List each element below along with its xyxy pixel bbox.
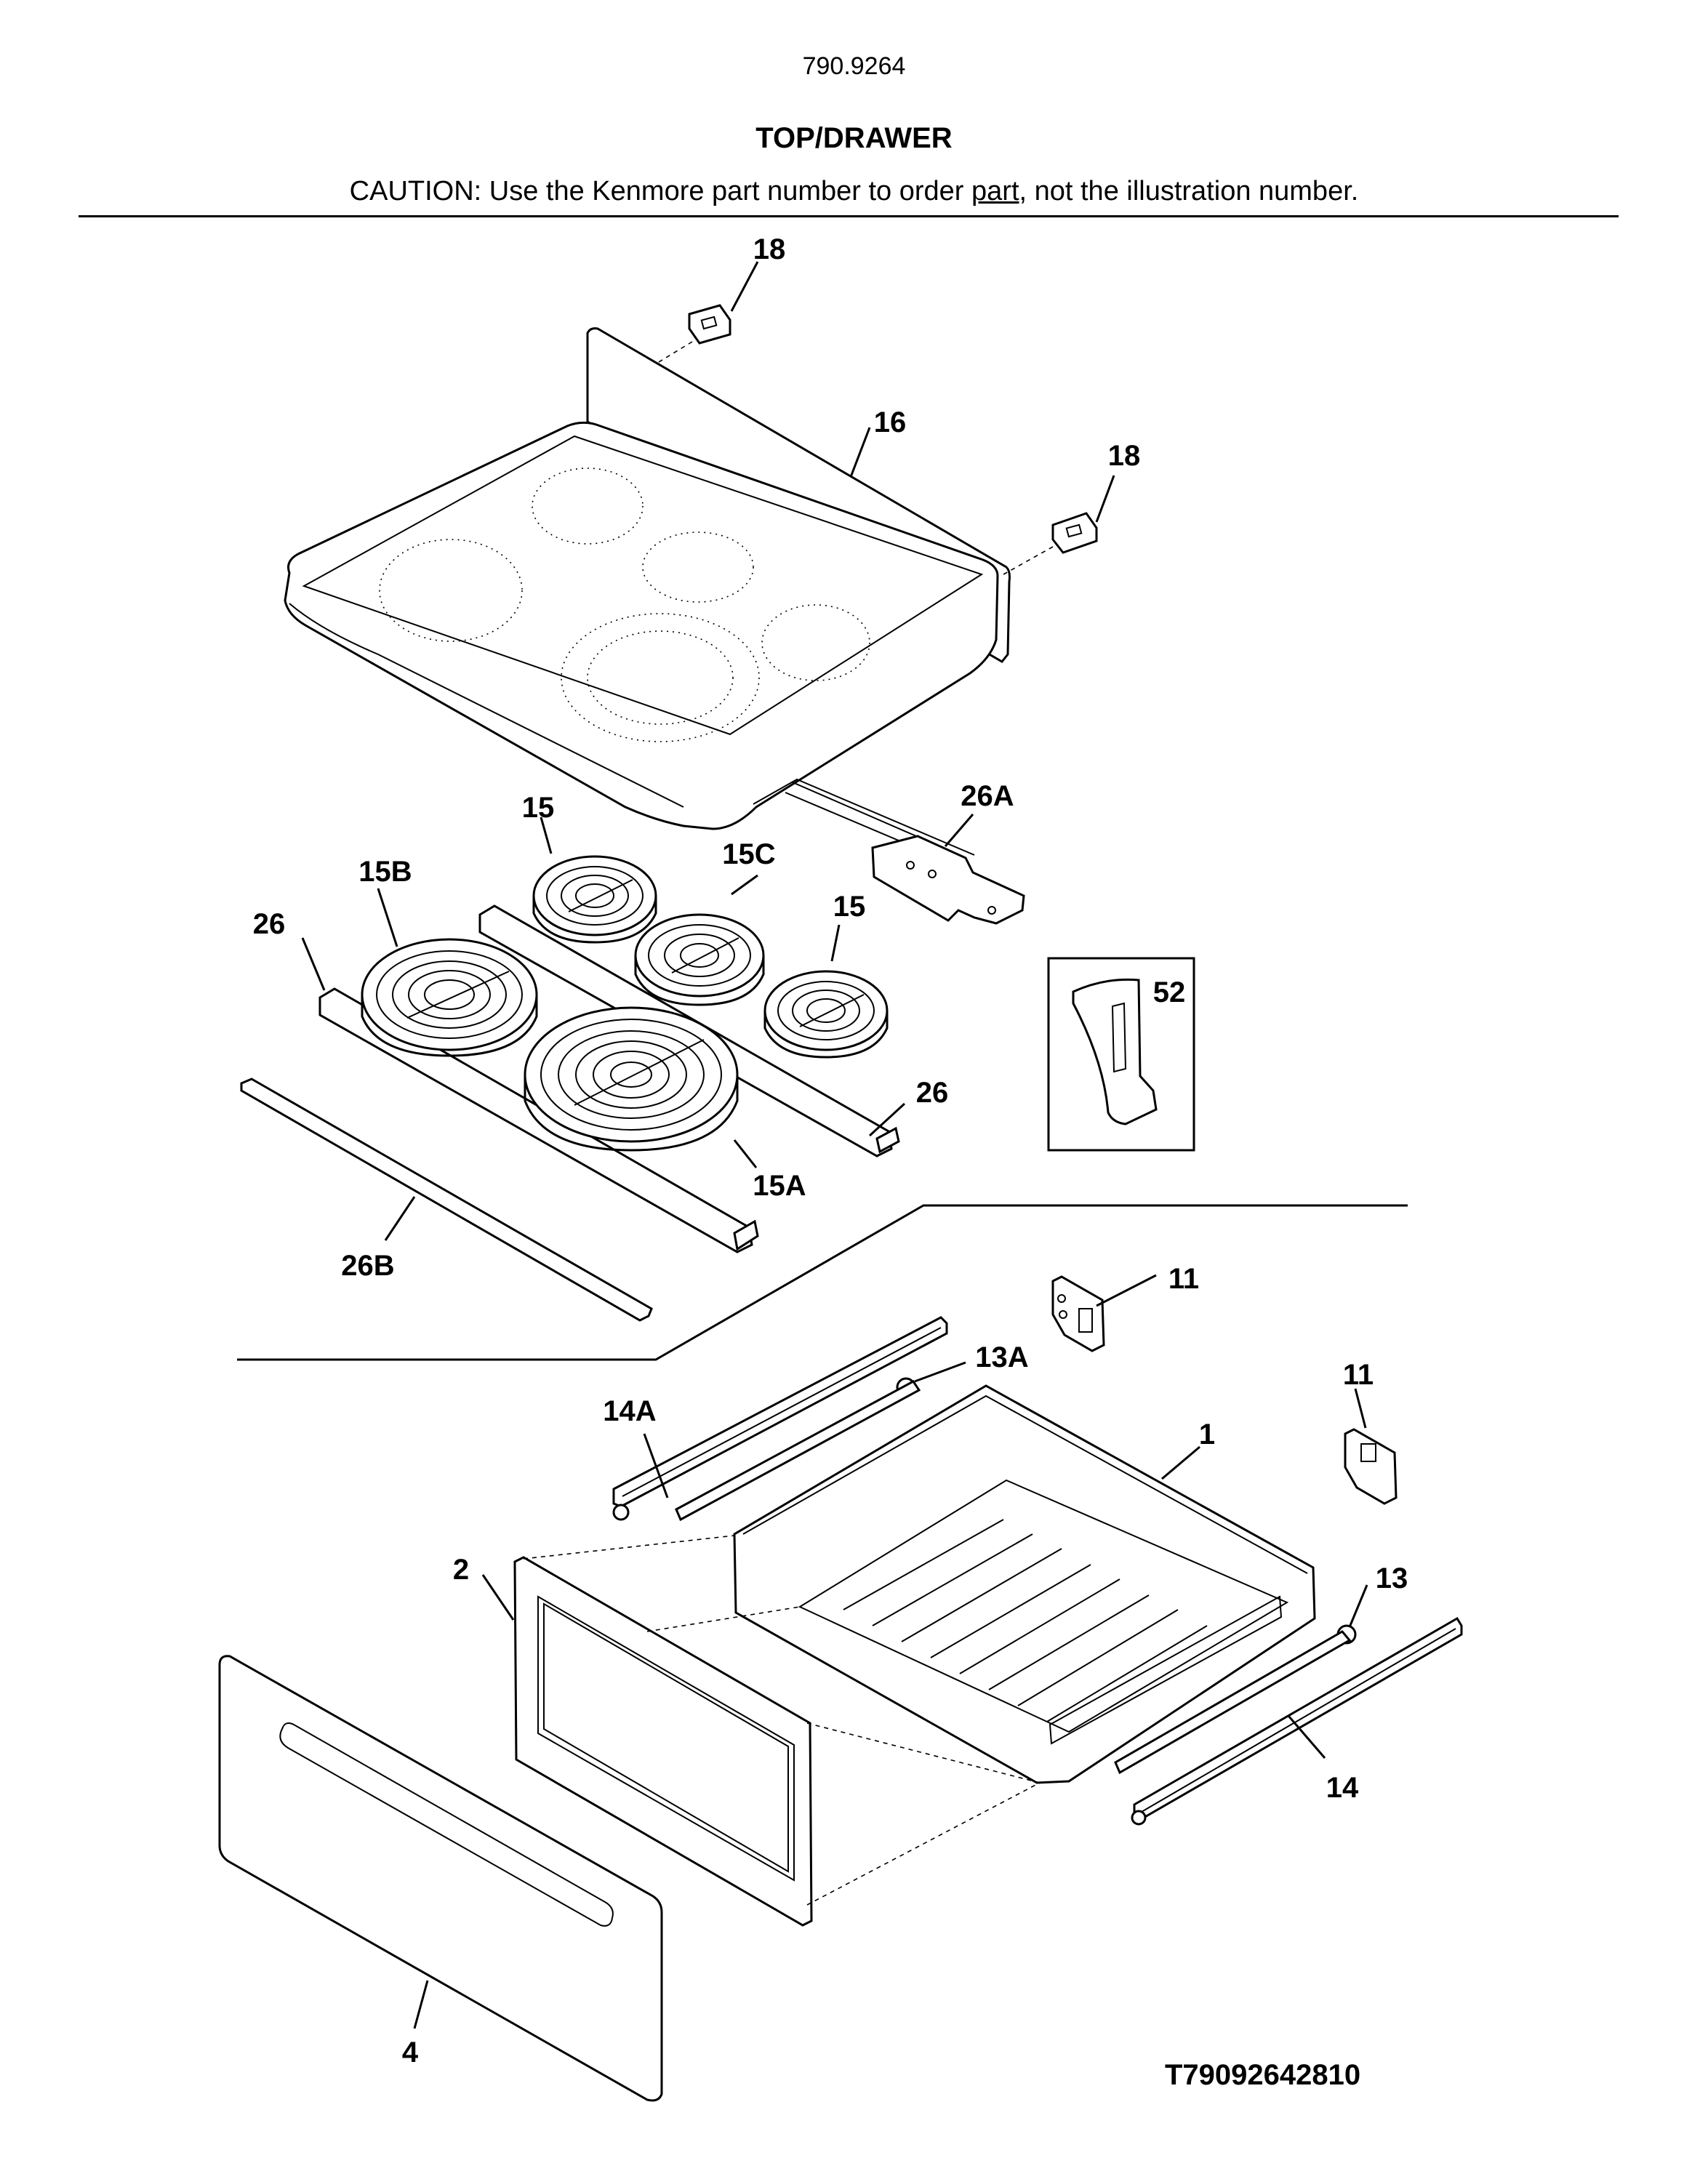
part-26A-harness-bracket [785, 782, 1025, 925]
caution-note: CAUTION: Use the Kenmore part number to … [0, 176, 1708, 207]
caution-underlined-word: part [971, 176, 1019, 206]
callout-11-lower: 11 [1343, 1359, 1374, 1391]
callout-15-right: 15 [833, 891, 866, 923]
callout-16: 16 [874, 406, 907, 438]
part-18-bracket-left [688, 304, 731, 345]
part-4-drawer-front [218, 1655, 663, 2102]
part-26B-trim-strip [240, 1078, 653, 1322]
callout-4: 4 [402, 2036, 419, 2068]
part-18-bracket-right [1051, 512, 1098, 554]
callout-26A: 26A [961, 780, 1014, 812]
callout-13: 13 [1376, 1562, 1408, 1594]
part-15B-large-burner-left [361, 938, 538, 1057]
part-15-small-burner-right [763, 970, 889, 1059]
part-14-drawer-slide-right [1131, 1616, 1463, 1826]
part-1-drawer-body [733, 1384, 1316, 1784]
callout-11-upper: 11 [1168, 1263, 1199, 1295]
page-title: TOP/DRAWER [755, 122, 953, 154]
callout-15C: 15C [722, 838, 775, 870]
part-11-bracket-upper [1051, 1275, 1105, 1352]
callout-14: 14 [1326, 1772, 1359, 1804]
callout-15A: 15A [753, 1170, 806, 1202]
caution-text-start: CAUTION: Use the Kenmore part number to … [349, 176, 972, 206]
callout-26B: 26B [341, 1250, 394, 1282]
callout-13A: 13A [975, 1341, 1028, 1373]
part-15-small-burner-rear [532, 855, 657, 944]
callout-15-rear: 15 [522, 792, 555, 824]
callout-2: 2 [453, 1554, 469, 1586]
callout-1: 1 [1199, 1418, 1215, 1450]
model-number: 790.9264 [802, 52, 906, 80]
part-15A-large-burner-front [524, 1006, 739, 1152]
part-15C-burner-center [634, 913, 765, 1006]
part-11-bracket-lower [1344, 1428, 1398, 1505]
drawer-rail-left [675, 1380, 921, 1522]
callout-18-top: 18 [753, 233, 786, 265]
callout-14A: 14A [603, 1395, 656, 1427]
section-divider [237, 1204, 1408, 1361]
part-2-drawer-inner-panel [513, 1556, 813, 1927]
callout-52: 52 [1153, 976, 1186, 1008]
callout-26-left: 26 [253, 908, 286, 940]
caution-text-end: , not the illustration number. [1019, 176, 1359, 206]
callout-15B: 15B [358, 856, 412, 888]
diagram-id: T79092642810 [1165, 2059, 1361, 2091]
part-14A-drawer-slide-left [612, 1316, 948, 1521]
part-52-inset-box [1047, 957, 1195, 1152]
callout-18-right: 18 [1108, 440, 1141, 472]
header-rule [79, 215, 1619, 217]
drawer-rail-right [1114, 1630, 1352, 1775]
callout-26-right: 26 [916, 1077, 949, 1109]
part-16-cooktop [284, 327, 1011, 856]
